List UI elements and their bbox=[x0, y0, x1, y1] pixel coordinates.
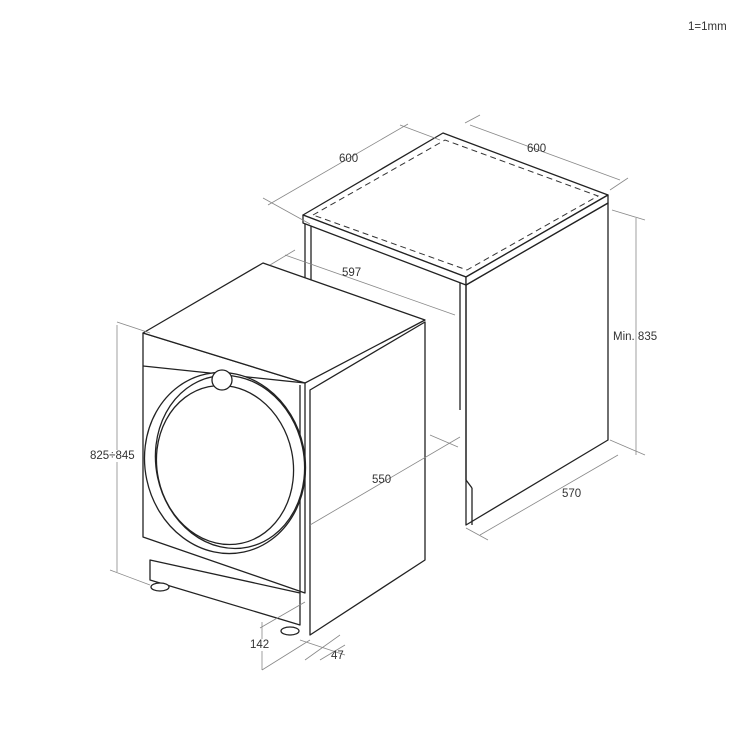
scale-note: 1=1mm bbox=[688, 21, 727, 33]
washing-machine bbox=[142, 262, 426, 636]
dimension-lines bbox=[109, 114, 646, 671]
foot-offset-label: 47 bbox=[331, 650, 344, 662]
cabinet-width-label: 600 bbox=[339, 153, 359, 165]
plinth-height-label: 142 bbox=[250, 639, 270, 651]
machine-width-label: 597 bbox=[342, 267, 362, 279]
cabinet-height-label: Min. 835 bbox=[613, 331, 658, 343]
machine-depth-label: 550 bbox=[372, 474, 392, 486]
machine-height-label: 825÷845 bbox=[90, 450, 135, 462]
cabinet-depth-label: 600 bbox=[527, 143, 547, 155]
cabinet-inner-depth-label: 570 bbox=[562, 488, 582, 500]
program-knob bbox=[211, 369, 233, 391]
